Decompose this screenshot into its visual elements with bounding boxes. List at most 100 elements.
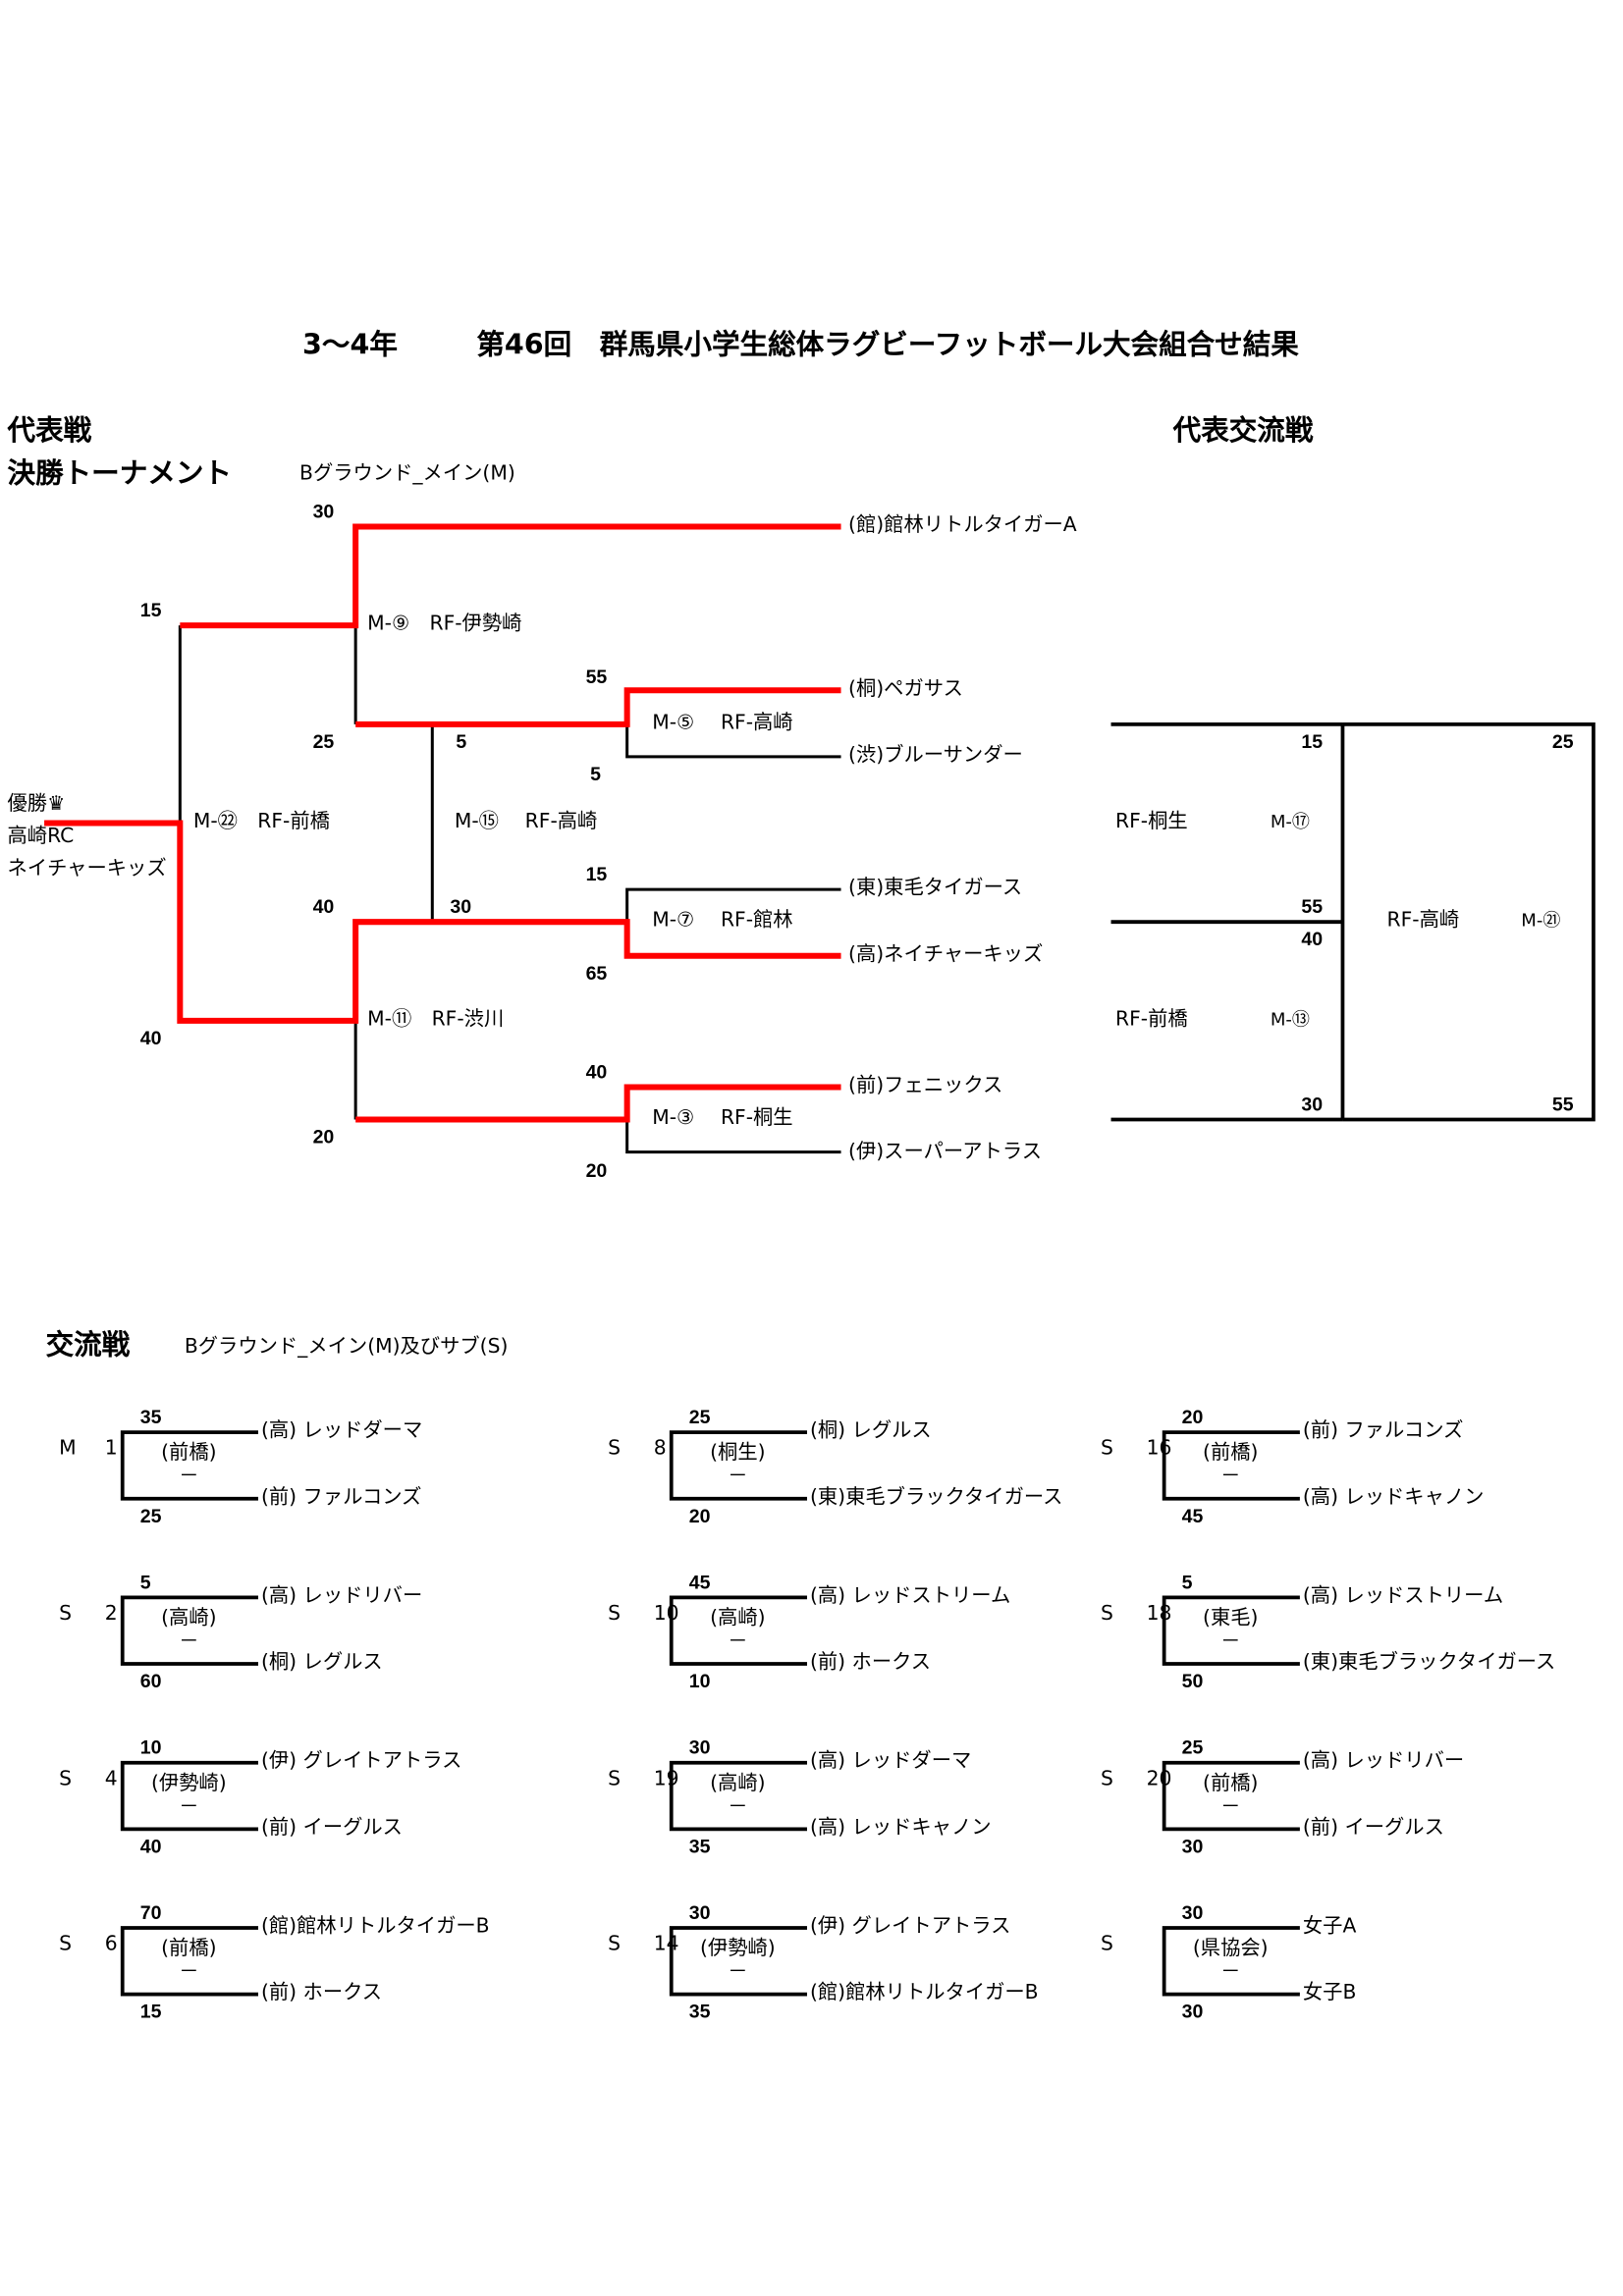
score: 40: [139, 1026, 162, 1049]
match-bracket-line: [120, 1595, 258, 1666]
section-subheading-final: 決勝トーナメント: [7, 456, 232, 490]
match-label-m9: M-⑨ RF-伊勢崎: [367, 612, 522, 636]
match-label-m11: M-⑪ RF-渋川: [367, 1007, 505, 1032]
team-top: (高) レッドダーマ: [260, 1418, 423, 1443]
team-bottom: 女子B: [1302, 1981, 1357, 2005]
title-grade: 3～4年: [302, 329, 398, 362]
match-referee: (高崎): [161, 1606, 217, 1630]
score: 20: [312, 1125, 335, 1148]
match-bracket-line: [120, 1926, 258, 1997]
exchange-bracket-lines: [120, 1430, 1300, 1997]
match-number: 2: [104, 1601, 118, 1626]
team-bottom: (高) レッドキャノン: [809, 1815, 992, 1840]
score-bottom: 10: [688, 1670, 711, 1692]
match-ground: S: [59, 1767, 72, 1791]
team-top: (高) レッドリバー: [1302, 1749, 1465, 1774]
match-dash: －: [728, 1960, 748, 1985]
match-referee: (東毛): [1203, 1606, 1259, 1630]
match-bracket-line: [669, 1926, 807, 1997]
score: 40: [312, 895, 335, 918]
match-number: 10: [653, 1601, 679, 1626]
score-top: 25: [1181, 1735, 1204, 1759]
page-title: 第46回 群馬県小学生総体ラグビーフットボール大会組合せ結果: [476, 329, 1299, 362]
match-dash: －: [179, 1465, 199, 1489]
score-top: 20: [1181, 1406, 1204, 1428]
match-referee: (前橋): [1203, 1771, 1259, 1795]
match-dash: －: [1220, 1465, 1241, 1489]
score: 5: [590, 762, 601, 785]
match-referee: (県協会): [1192, 1937, 1269, 1961]
team-entry: (高)ネイチャーキッズ: [848, 942, 1044, 967]
team-top: (桐) レグルス: [809, 1418, 932, 1443]
team-top: (高) レッドストリーム: [1302, 1583, 1504, 1608]
referee-m13: RF-前橋: [1115, 1007, 1188, 1032]
score-top: 25: [688, 1406, 711, 1428]
match-label-m3: M-③ RF-桐生: [652, 1106, 793, 1131]
match-bracket-line: [669, 1430, 807, 1501]
score-bottom: 60: [139, 1670, 162, 1692]
match-bracket-line: [669, 1595, 807, 1666]
score-bottom: 20: [688, 1504, 711, 1527]
team-entry: (伊)スーパーアトラス: [848, 1140, 1043, 1164]
score: 15: [139, 599, 162, 621]
score-top: 45: [688, 1571, 711, 1593]
score-top: 10: [139, 1735, 162, 1759]
match-label-m15: M-⑮ RF-高崎: [454, 809, 598, 834]
team-bottom: (前) イーグルス: [1302, 1815, 1444, 1840]
score: 55: [1301, 895, 1324, 918]
match-bracket-line: [1162, 1760, 1300, 1832]
team-bottom: (館)館林リトルタイガーB: [809, 1981, 1039, 2005]
champion-text: 優勝: [7, 791, 48, 816]
match-dash: －: [728, 1465, 748, 1489]
score-top: 30: [1181, 1900, 1204, 1924]
match-label-m5: M-⑤ RF-高崎: [652, 711, 793, 735]
match-ground: S: [608, 1767, 622, 1791]
match-number-m13: M-⑬: [1270, 1008, 1310, 1030]
match-dash: －: [1220, 1960, 1241, 1985]
score: 40: [1301, 928, 1324, 950]
match-referee: (桐生): [710, 1441, 766, 1466]
score-bottom: 45: [1181, 1504, 1204, 1527]
team-entry: (渋)ブルーサンダー: [848, 743, 1023, 768]
match-referee: (高崎): [710, 1606, 766, 1630]
match-dash: －: [179, 1794, 199, 1819]
team-top: 女子A: [1302, 1914, 1357, 1939]
score: 5: [456, 729, 467, 753]
section-heading-representative: 代表戦: [7, 414, 92, 448]
match-label-m7: M-⑦ RF-館林: [652, 908, 793, 933]
match-number: 20: [1146, 1767, 1172, 1791]
section-heading-exchange: 交流戦: [45, 1328, 131, 1362]
match-bracket-line: [1162, 1926, 1300, 1997]
score-bottom: 35: [688, 1835, 711, 1857]
match-number: 18: [1146, 1601, 1172, 1626]
match-dash: －: [179, 1629, 199, 1654]
champion-team: 高崎RC: [7, 825, 75, 849]
champion-team-name: ネイチャーキッズ: [7, 857, 167, 881]
section-heading-exchange-rep: 代表交流戦: [1172, 414, 1314, 448]
score: 30: [312, 500, 335, 522]
team-bottom: (前) ホークス: [809, 1650, 932, 1675]
score: 30: [1301, 1093, 1324, 1116]
team-bottom: (東)東毛ブラックタイガース: [1302, 1650, 1556, 1675]
team-top: (高) レッドダーマ: [809, 1749, 972, 1774]
score: 40: [585, 1060, 608, 1083]
score-top: 5: [1181, 1571, 1193, 1593]
match-referee: (前橋): [161, 1441, 217, 1466]
match-number: 16: [1146, 1436, 1172, 1461]
score-top: 30: [688, 1735, 711, 1759]
score: 15: [1301, 729, 1324, 753]
match-number-m21: M-㉑: [1521, 910, 1561, 932]
team-top: (高) レッドストリーム: [809, 1583, 1011, 1608]
team-bottom: (前) イーグルス: [260, 1815, 403, 1840]
score: 20: [585, 1159, 608, 1182]
match-ground: S: [1101, 1601, 1113, 1626]
referee-m21: RF-高崎: [1386, 908, 1460, 933]
match-number: 6: [104, 1932, 118, 1956]
score-bottom: 50: [1181, 1670, 1204, 1692]
match-referee: (前橋): [1203, 1441, 1259, 1466]
team-entry: (前)フェニックス: [848, 1073, 1003, 1098]
score-bottom: 30: [1181, 2000, 1204, 2023]
match-ground: S: [1101, 1932, 1113, 1956]
score-top: 35: [139, 1406, 162, 1428]
